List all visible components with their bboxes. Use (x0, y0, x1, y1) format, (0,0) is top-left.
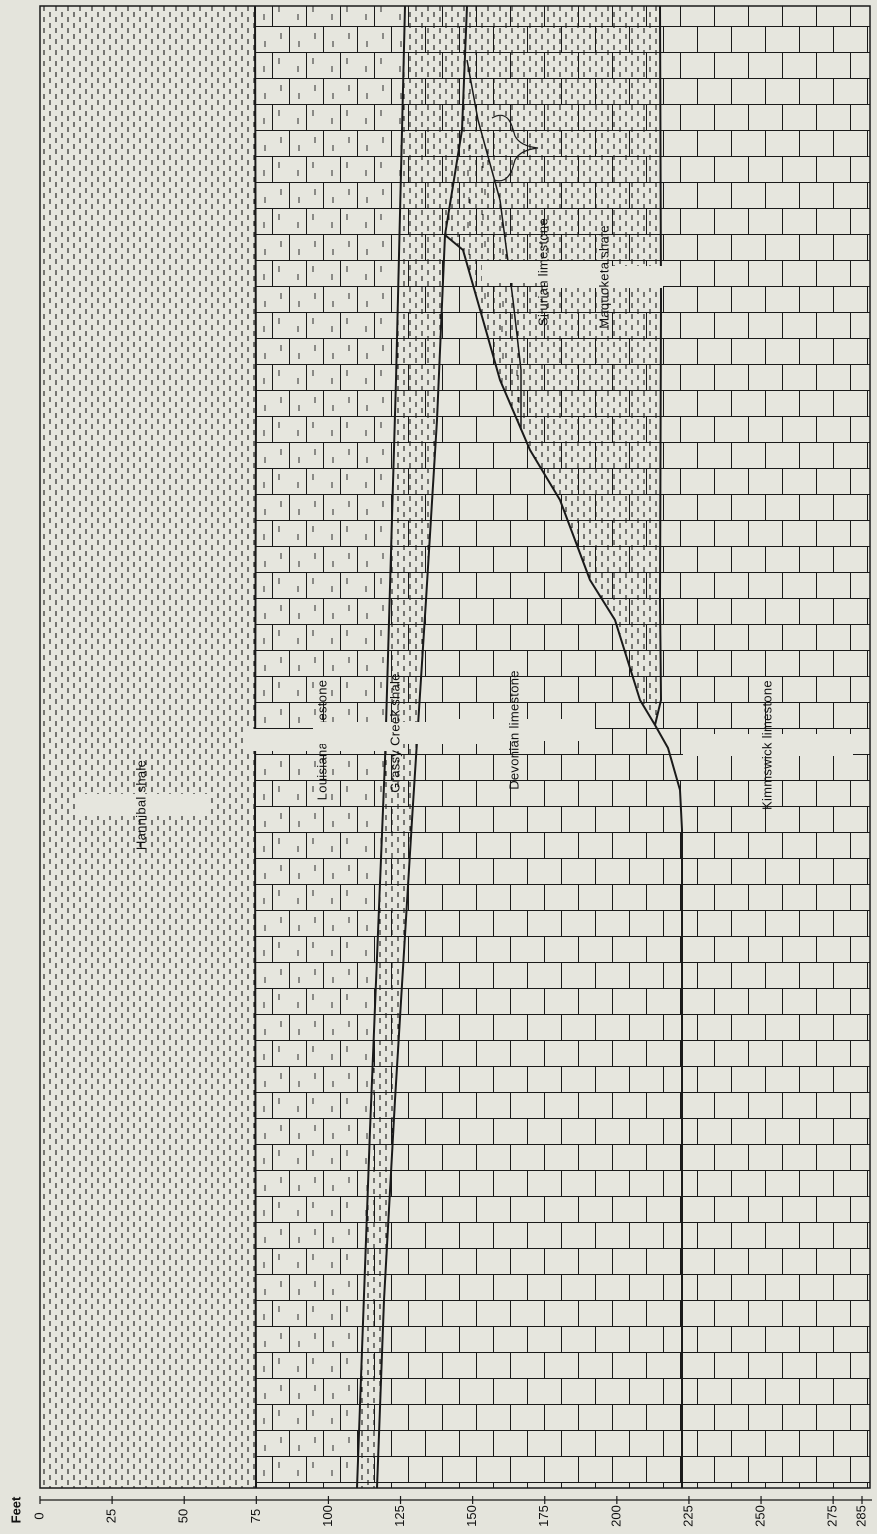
hannibal-shale-layer (40, 6, 256, 1488)
scale-tick-label: 150 (464, 1505, 479, 1527)
scale-tick-label: 75 (248, 1509, 263, 1523)
label-maquoketa-shale: Maquoketa shale (596, 225, 611, 329)
scale-title: Feet (8, 1496, 23, 1523)
scale-tick-label: 250 (752, 1505, 767, 1527)
scale-tick-label: 275 (825, 1505, 840, 1527)
label-kimmswick-limestone: Kimmswick limestone (759, 680, 774, 810)
depth-scale: Feet 0 25 50 75 100 125 150 175 200 225 250 275 285 (8, 1496, 872, 1527)
label-devonian-limestone: Devonian limestone (506, 670, 521, 790)
scale-tick-label: 100 (320, 1505, 335, 1527)
scale-tick-label: 0 (31, 1512, 46, 1519)
scale-tick-label: 200 (608, 1505, 623, 1527)
scale-tick-label: 50 (176, 1509, 191, 1523)
scale-tick-label: 285 (853, 1505, 868, 1527)
label-grassy-creek-shale: Grassy Creek shale (387, 673, 402, 793)
label-hannibal-shale: Hannibal shale (133, 760, 148, 850)
scale-tick-label: 25 (104, 1509, 119, 1523)
scale-tick-label: 125 (392, 1505, 407, 1527)
scale-tick-label: 225 (680, 1505, 695, 1527)
scale-tick-label: 175 (536, 1505, 551, 1527)
